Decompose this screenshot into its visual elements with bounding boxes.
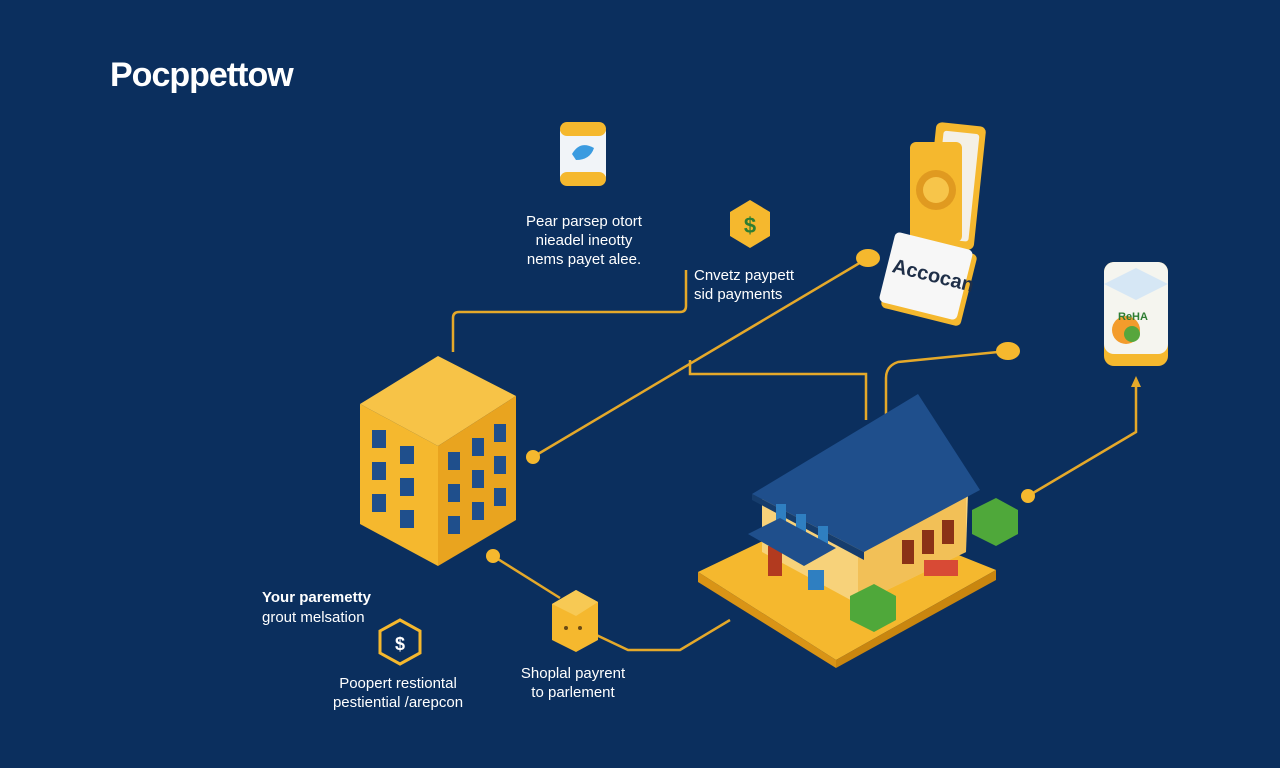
dot-building: [526, 450, 540, 464]
jar-label: ReHA: [1118, 311, 1148, 323]
top-center-label: Pear parsep otort nieadel ineotty nems p…: [512, 212, 656, 269]
connector-building-top: [451, 270, 688, 352]
svg-text:$: $: [395, 634, 405, 654]
connector-house-to-jar: [1027, 382, 1138, 498]
dot-house-right: [1021, 489, 1035, 503]
right-mid-line-2: sid payments: [694, 286, 783, 303]
coin-right: [996, 342, 1020, 360]
right-mid-label: Cnvetz paypett sid payments: [694, 266, 794, 304]
cube-icon: [552, 590, 598, 652]
top-center-line-2: nieadel ineotty: [535, 232, 633, 249]
connector-cube-to-house: [589, 618, 731, 652]
bird-jar-icon: [560, 122, 606, 186]
account-card-icon: [879, 232, 977, 326]
connector-dots: [486, 249, 1035, 563]
left-bottom-title: Your paremetty: [262, 589, 371, 606]
right-mid-line-1: Cnvetz paypett: [694, 267, 795, 284]
left-bottom-caption-line-1: Poopert restiontal: [339, 675, 457, 692]
arrow-head-jar: [1131, 376, 1141, 387]
dollar-hex-icon-small: $: [378, 618, 422, 666]
bush-front: [850, 584, 896, 632]
bottom-center-label: Shoplal payrent to parlement: [508, 664, 638, 702]
connector-lines: [451, 256, 1138, 652]
dollar-hex-icon: $: [730, 200, 770, 248]
connector-mid-to-house: [688, 360, 868, 420]
apartment-building-icon: [360, 356, 516, 566]
top-center-line-3: nems payet alee.: [526, 251, 642, 268]
connector-house-to-coin: [884, 349, 1009, 420]
house-icon: [698, 394, 1018, 668]
left-bottom-caption-line-2: pestiential /arepcon: [332, 694, 464, 711]
jar-icon: [1104, 262, 1168, 366]
connector-building-to-cube: [492, 554, 561, 600]
left-bottom-caption: Poopert restiontal pestiential /arepcon: [318, 674, 478, 712]
coin-phone-icon: [910, 122, 986, 250]
bush-right: [972, 498, 1018, 546]
bottom-center-line-1: Shoplal payrent: [520, 665, 626, 682]
top-center-line-1: Pear parsep otort: [526, 213, 642, 230]
bottom-center-line-2: to parlement: [531, 684, 615, 701]
dot-building-low: [486, 549, 500, 563]
left-bottom-sub: grout melsation: [262, 609, 365, 626]
svg-text:$: $: [744, 213, 756, 238]
coin-top: [856, 249, 880, 267]
page-title: Pocppettow: [110, 56, 294, 94]
connector-building-to-coin: [532, 256, 869, 459]
